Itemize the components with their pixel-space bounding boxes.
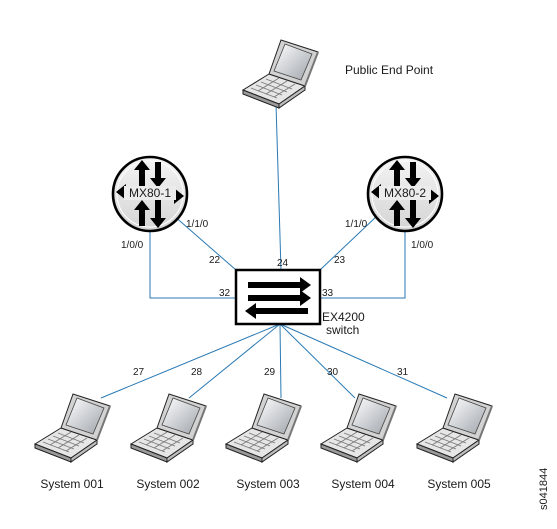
switch-name-line1: EX4200 — [322, 310, 365, 324]
switch-port-mx2-upper: 23 — [334, 255, 346, 266]
router-mx80-2-port-lower: 1/0/0 — [411, 240, 434, 251]
link-mx2-lower-to-switch — [320, 228, 406, 299]
system-label: System 002 — [136, 477, 200, 491]
laptop-icon — [416, 393, 493, 463]
switch-name-line2: switch — [326, 323, 359, 337]
router-mx80-2-port-upper: 1/1/0 — [345, 219, 368, 230]
public-endpoint-laptop-icon — [242, 39, 319, 109]
link-system-005 — [279, 323, 448, 399]
figure-id: s041844 — [538, 468, 550, 510]
link-mx1-upper-to-switch — [172, 214, 237, 271]
system-003: 29 System 003 — [225, 367, 302, 491]
system-port: 30 — [327, 367, 339, 378]
link-system-002 — [188, 323, 281, 399]
laptop-icon — [34, 393, 111, 463]
switch-port-mx2-lower: 33 — [322, 288, 334, 299]
link-mx1-lower-to-switch — [149, 228, 236, 299]
router-mx80-1-port-lower: 1/0/0 — [121, 240, 144, 251]
link-mx2-upper-to-switch — [319, 214, 379, 271]
switch-port-mx1-upper: 22 — [209, 255, 221, 266]
router-mx80-1-label: MX80-1 — [129, 186, 171, 200]
system-label: System 004 — [331, 477, 395, 491]
router-mx80-1-port-upper: 1/1/0 — [186, 219, 209, 230]
router-mx80-2-label: MX80-2 — [384, 186, 426, 200]
system-port: 29 — [264, 367, 276, 378]
public-endpoint-label: Public End Point — [345, 63, 434, 77]
link-system-001 — [100, 323, 281, 399]
laptop-icon — [225, 393, 302, 463]
system-002: 28 System 002 — [130, 367, 207, 491]
switch-port-mx1-lower: 32 — [219, 288, 231, 299]
link-public-to-switch — [275, 103, 282, 271]
laptop-icon — [320, 393, 397, 463]
system-005: 31 System 005 — [397, 367, 493, 491]
system-port: 31 — [397, 367, 409, 378]
link-system-003 — [279, 323, 282, 399]
system-label: System 005 — [427, 477, 491, 491]
switch-port-public: 24 — [277, 258, 289, 269]
links — [100, 103, 448, 399]
system-label: System 001 — [40, 477, 104, 491]
link-system-004 — [279, 323, 356, 399]
system-port: 28 — [191, 367, 203, 378]
system-001: 27 System 001 — [34, 367, 145, 491]
laptop-icon — [130, 393, 207, 463]
system-004: 30 System 004 — [320, 367, 397, 491]
system-label: System 003 — [236, 477, 300, 491]
system-port: 27 — [133, 367, 145, 378]
switch-icon — [234, 268, 322, 326]
